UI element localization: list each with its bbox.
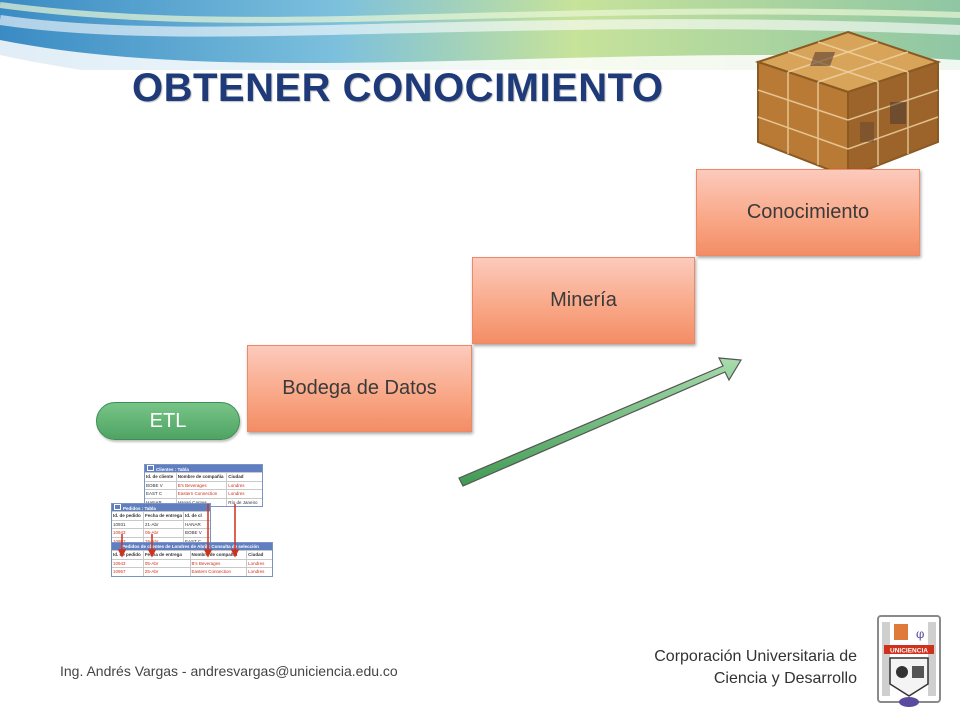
organization-name: Corporación Universitaria de Ciencia y D… xyxy=(600,646,857,690)
uniciencia-logo-icon: φ UNICIENCIA xyxy=(877,615,941,707)
table-title: Pedidos de clientes de Londres de Abril … xyxy=(112,543,272,550)
col-header: Ciudad xyxy=(248,552,264,557)
header-swoosh xyxy=(0,0,960,160)
step-conocimiento: Conocimiento xyxy=(696,169,920,256)
author-credit: Ing. Andrés Vargas - andresvargas@unicie… xyxy=(60,663,398,679)
table-title: Clientes : Tabla xyxy=(145,465,262,472)
step-label: Conocimiento xyxy=(746,201,870,223)
etl-badge: ETL xyxy=(96,402,240,440)
step-mineria: Minería xyxy=(472,257,695,344)
col-header: Nombre de compañía xyxy=(191,551,248,559)
table-title: Pedidos : Tabla xyxy=(112,504,210,511)
slide-title: OBTENER CONOCIMIENTO xyxy=(132,66,664,110)
col-header: Id. de cl xyxy=(185,513,202,518)
table-icon xyxy=(147,465,154,471)
cube-icon xyxy=(754,30,942,179)
table-icon xyxy=(114,504,121,510)
col-header: Id. de pedido xyxy=(112,551,144,559)
col-header: Fecha de entrega xyxy=(145,512,184,520)
step-label: Bodega de Datos xyxy=(282,377,437,399)
progress-arrow xyxy=(458,357,743,487)
svg-text:φ: φ xyxy=(916,627,924,641)
col-header: Id. de cliente xyxy=(145,473,177,481)
col-header: Id. de pedido xyxy=(112,512,144,520)
org-line-1: Corporación Universitaria de xyxy=(654,648,857,665)
logo-text: UNICIENCIA xyxy=(890,648,928,655)
step-label: Minería xyxy=(550,289,617,311)
org-line-2: Ciencia y Desarrollo xyxy=(713,670,857,687)
step-bodega-de-datos: Bodega de Datos xyxy=(247,345,472,432)
col-header: Fecha de entrega xyxy=(144,551,191,559)
col-header: Ciudad xyxy=(228,474,244,479)
col-header: Nombre de compañía xyxy=(177,473,228,481)
etl-label: ETL xyxy=(149,409,187,432)
table-consulta: Pedidos de clientes de Londres de Abril … xyxy=(111,542,273,577)
